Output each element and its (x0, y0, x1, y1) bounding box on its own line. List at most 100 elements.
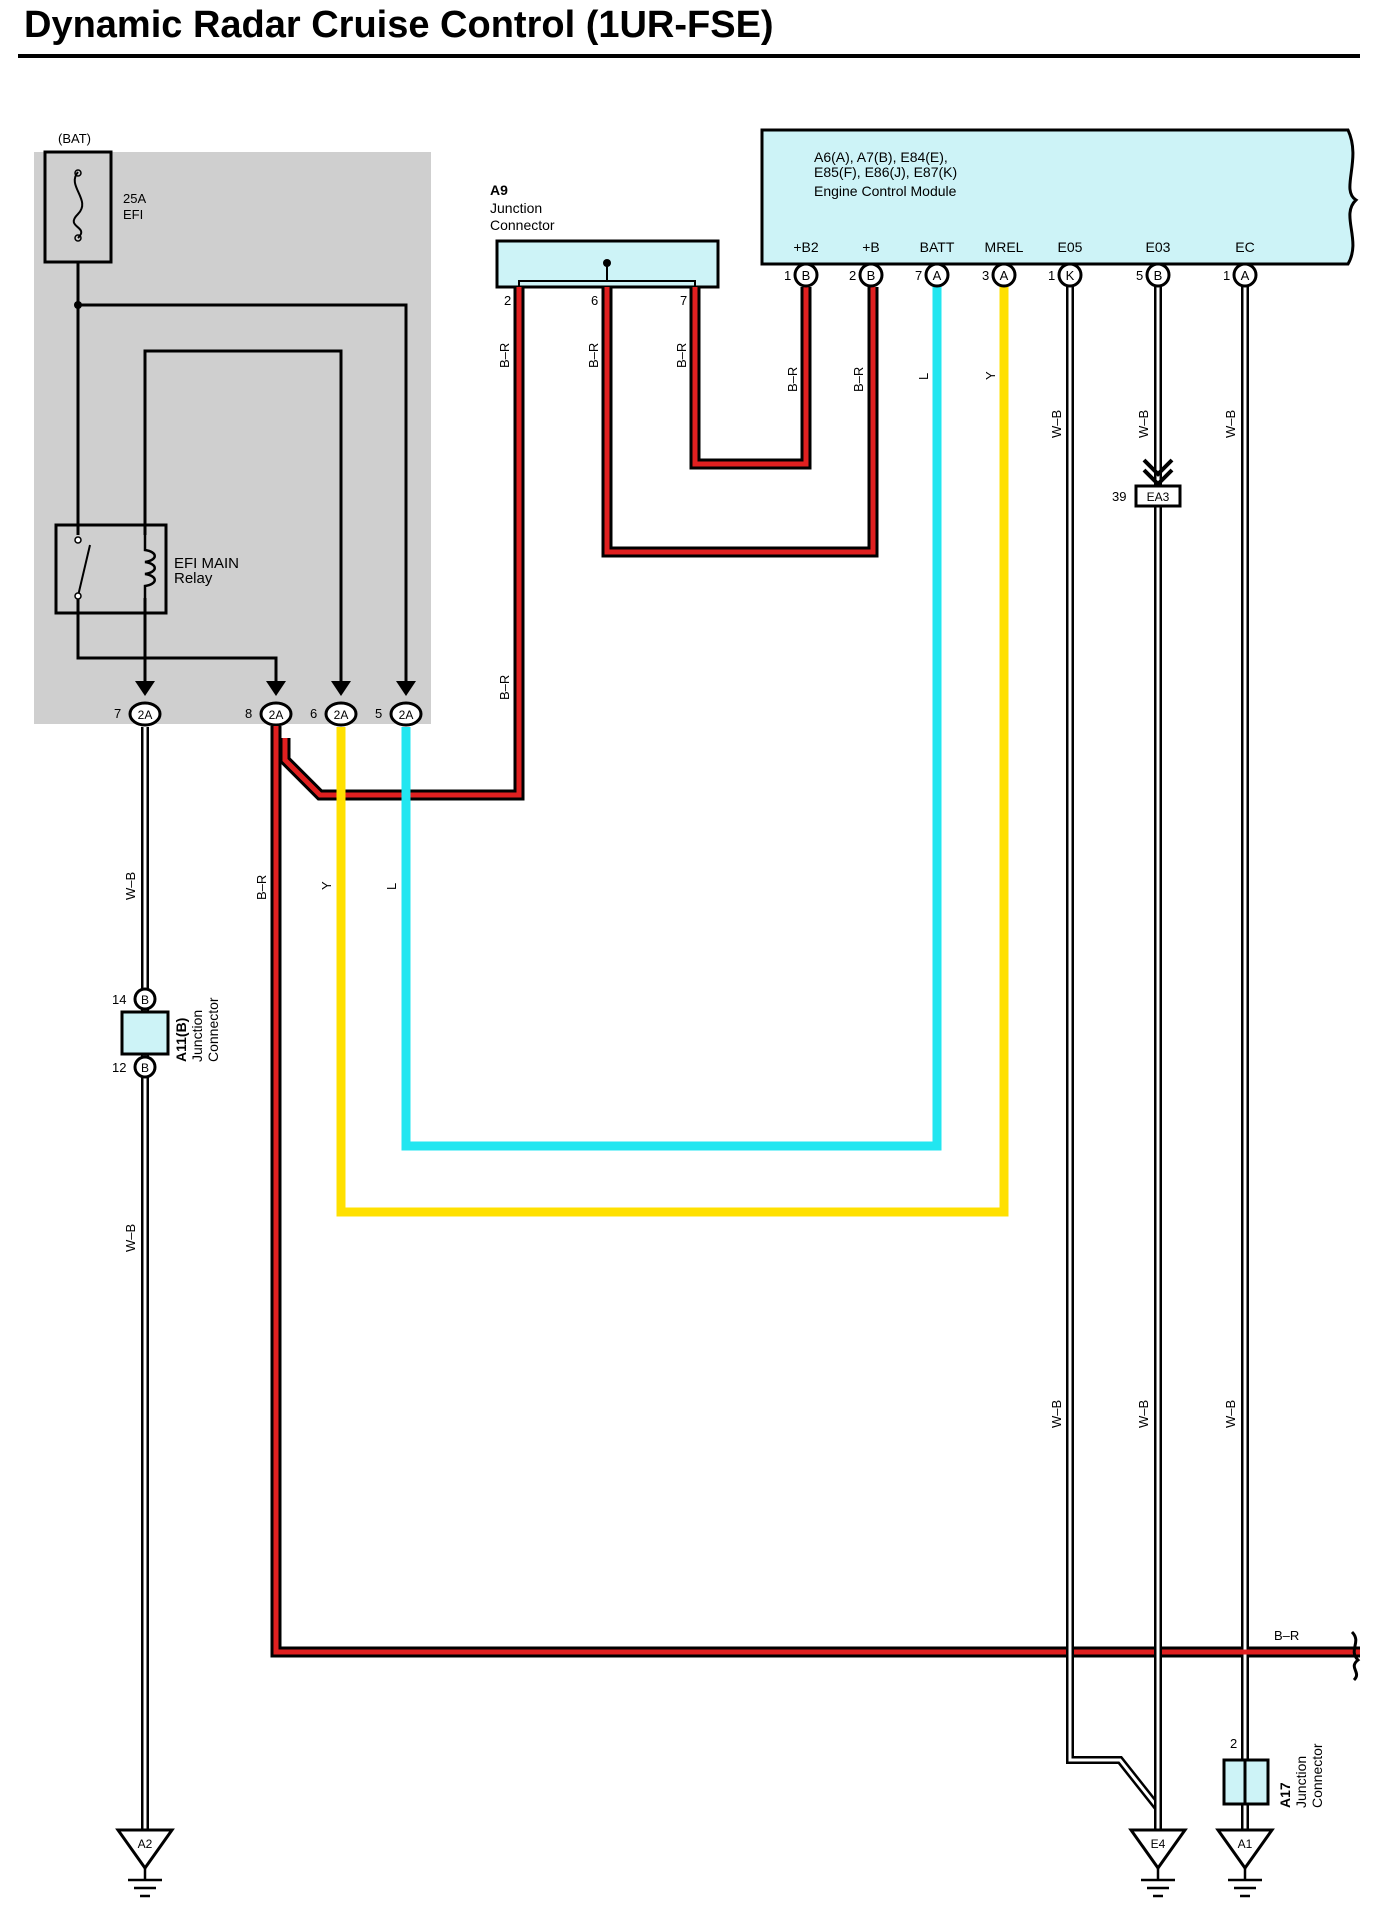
svg-text:L: L (916, 373, 931, 380)
svg-text:+B: +B (862, 239, 880, 255)
a11-junction-connector: 14 B B 12 A11(B) Junction Connector (112, 987, 221, 1079)
svg-text:B–R: B–R (586, 343, 601, 368)
svg-text:B–R: B–R (1274, 1628, 1299, 1643)
relay-coil-icon (143, 532, 156, 600)
svg-text:B: B (867, 268, 876, 283)
svg-text:E4: E4 (1151, 1837, 1166, 1851)
svg-text:39: 39 (1112, 489, 1126, 504)
svg-text:E05: E05 (1058, 239, 1083, 255)
a9-pin-2: 2 (504, 293, 511, 308)
svg-text:B: B (802, 268, 811, 283)
wb-wire-e05 (1066, 285, 1162, 1811)
relay-pin-5: 5 2A (375, 701, 423, 727)
svg-text:W–B: W–B (123, 1224, 138, 1252)
ecm-codes-2: E85(F), E86(J), E87(K) (814, 164, 957, 180)
svg-text:B–R: B–R (851, 367, 866, 392)
svg-text:2A: 2A (334, 708, 349, 722)
svg-text:E03: E03 (1146, 239, 1171, 255)
ecm-terminal-pins: 1 B 2 B 7 A 3 A 1 K 5 B 1 (784, 262, 1258, 288)
svg-text:L: L (384, 883, 399, 890)
svg-text:12: 12 (112, 1060, 126, 1075)
br-wire-a9-2 (279, 287, 525, 801)
svg-text:B: B (141, 1061, 149, 1075)
svg-text:W–B: W–B (1049, 1400, 1064, 1428)
br-wire-break (1350, 1630, 1361, 1682)
a17-junction-connector: 2 A17 Junction Connector (1222, 1736, 1325, 1808)
fuse-end (74, 169, 82, 177)
svg-text:7: 7 (114, 706, 121, 721)
ecm-pin-b2: 1 B (784, 262, 819, 288)
ecm-box (760, 128, 1359, 266)
svg-text:W–B: W–B (1136, 410, 1151, 438)
efi-main-relay (54, 523, 168, 615)
relay-pivot (74, 592, 82, 600)
svg-text:B–R: B–R (674, 343, 689, 368)
splice-dot (74, 301, 82, 309)
ecm-pin-e05: 1 K (1048, 262, 1083, 288)
ecm-pin-mrel: 3 A (982, 262, 1017, 288)
svg-text:W–B: W–B (123, 872, 138, 900)
relay-word: Relay (174, 570, 213, 587)
ecm-pin-b: 2 B (849, 262, 884, 288)
svg-text:Connector: Connector (205, 997, 221, 1062)
svg-text:Junction: Junction (189, 1010, 205, 1062)
l-wire-batt (401, 285, 942, 1151)
svg-text:Y: Y (983, 371, 998, 380)
diagram-title: Dynamic Radar Cruise Control (1UR-FSE) (24, 4, 774, 46)
svg-text:14: 14 (112, 992, 126, 1007)
svg-text:K: K (1066, 268, 1075, 283)
fuse-rating: 25A (123, 191, 146, 206)
svg-text:A: A (933, 268, 942, 283)
br-wire-a9-6-to-b (601, 287, 879, 558)
svg-text:8: 8 (245, 706, 252, 721)
ecm-name: Engine Control Module (814, 183, 957, 199)
svg-text:EA3: EA3 (1147, 490, 1170, 504)
fuse-name: EFI (123, 207, 143, 222)
ea3-connector: EA3 39 (1112, 458, 1182, 508)
relay-pin-8: 8 2A (245, 701, 293, 727)
a9-pin-6: 6 (591, 293, 598, 308)
ecm-pin-batt: 7 A (915, 262, 950, 288)
svg-text:A1: A1 (1238, 1837, 1253, 1851)
ground-a2: A2 (115, 1828, 175, 1898)
relay-arrows (135, 681, 416, 696)
y-wire-mrel (336, 285, 1009, 1217)
svg-text:B–R: B–R (497, 675, 512, 700)
svg-text:1: 1 (784, 268, 791, 283)
a9-splice-dot (603, 259, 611, 267)
ecm-codes-1: A6(A), A7(B), E84(E), (814, 149, 948, 165)
svg-text:3: 3 (982, 268, 989, 283)
relay-pin-7: 7 2A (114, 701, 162, 727)
svg-text:1: 1 (1048, 268, 1055, 283)
svg-text:5: 5 (375, 706, 382, 721)
svg-text:B–R: B–R (497, 343, 512, 368)
svg-text:W–B: W–B (1223, 1400, 1238, 1428)
svg-text:2A: 2A (138, 708, 153, 722)
ground-a1: A1 (1215, 1828, 1275, 1898)
svg-text:B–R: B–R (254, 875, 269, 900)
svg-text:A: A (1241, 268, 1250, 283)
br-wire-a9-7-to-b2 (689, 287, 812, 470)
bat-label: (BAT) (58, 131, 91, 146)
svg-text:6: 6 (310, 706, 317, 721)
svg-text:A2: A2 (138, 1837, 153, 1851)
ecm-pin-ec: 1 A (1223, 262, 1258, 288)
svg-text:5: 5 (1136, 268, 1143, 283)
svg-text:Connector: Connector (1309, 1743, 1325, 1808)
svg-text:BATT: BATT (920, 239, 955, 255)
ecm-pin-e03: 5 B (1136, 262, 1171, 288)
svg-text:B–R: B–R (785, 367, 800, 392)
svg-text:B: B (141, 993, 149, 1007)
title-rule (18, 54, 1360, 58)
a9-line2: Connector (490, 217, 555, 233)
relay-name: EFI MAIN (174, 555, 239, 572)
relay-switch-arm (77, 544, 91, 597)
svg-text:2A: 2A (269, 708, 284, 722)
svg-text:A11(B): A11(B) (173, 1018, 189, 1062)
svg-text:Y: Y (319, 881, 334, 890)
svg-text:A17: A17 (1277, 1782, 1293, 1808)
svg-text:1: 1 (1223, 268, 1230, 283)
relay-pivot (74, 536, 82, 544)
fuse-end (74, 234, 82, 242)
